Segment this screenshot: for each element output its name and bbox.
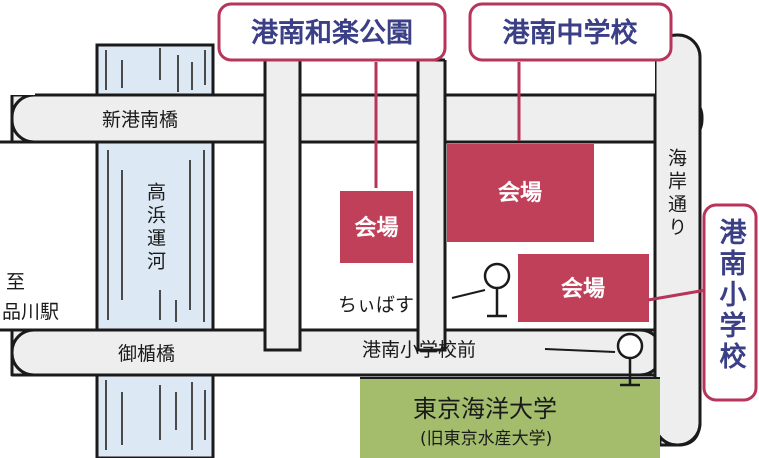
south-road	[10, 328, 664, 377]
bridge-south-label: 御楯橋	[118, 343, 175, 365]
bus-stop-konan-label: 港南小学校前	[362, 339, 476, 361]
east-road-label: 海岸通り	[665, 148, 687, 240]
canal-bottom	[95, 373, 215, 458]
venue-middle-school: 会場	[447, 144, 594, 242]
canal-middle	[95, 140, 215, 332]
callout-elementary-school-pointer	[647, 288, 707, 302]
callout-elementary-school: 港南小学校	[702, 203, 758, 402]
callout-middle-school: 港南中学校	[468, 2, 673, 62]
university-name: 東京海洋大学	[413, 395, 557, 423]
direction-label-line2: 品川駅	[2, 301, 59, 323]
callout-park: 港南和楽公園	[217, 2, 447, 62]
direction-label-line1: 至	[6, 271, 25, 293]
bus-stop-chii-label: ちぃばす	[338, 294, 414, 316]
central-road	[263, 58, 302, 352]
canal-top	[95, 43, 215, 97]
block-east-of-canal	[211, 140, 267, 332]
bus-stop-icon	[483, 262, 511, 290]
east-road	[653, 33, 702, 447]
bus-stop-icon	[616, 332, 644, 360]
bus-stop-chii: ちぃばす	[338, 262, 511, 318]
callout-elementary-school-label: 港南小学校	[715, 218, 747, 373]
canal	[95, 43, 215, 458]
callout-middle-school-label: 港南中学校	[503, 17, 638, 49]
venue-park-label: 会場	[354, 215, 398, 241]
university-former-name: (旧東京水産大学)	[420, 429, 552, 449]
university-block	[360, 378, 660, 458]
block-west-of-canal	[0, 142, 97, 330]
venue-middle-school-label: 会場	[498, 180, 542, 206]
venue-park: 会場	[340, 191, 413, 263]
bridge-north-label: 新港南橋	[102, 109, 178, 131]
canal-label: 高浜運河	[144, 182, 166, 274]
bus-stop-konan: 港南小学校前	[362, 332, 644, 387]
callout-park-label: 港南和楽公園	[251, 18, 413, 49]
venue-elementary-school: 会場	[518, 254, 649, 322]
school-west-road	[416, 58, 447, 352]
venue-elementary-school-label: 会場	[561, 276, 605, 302]
